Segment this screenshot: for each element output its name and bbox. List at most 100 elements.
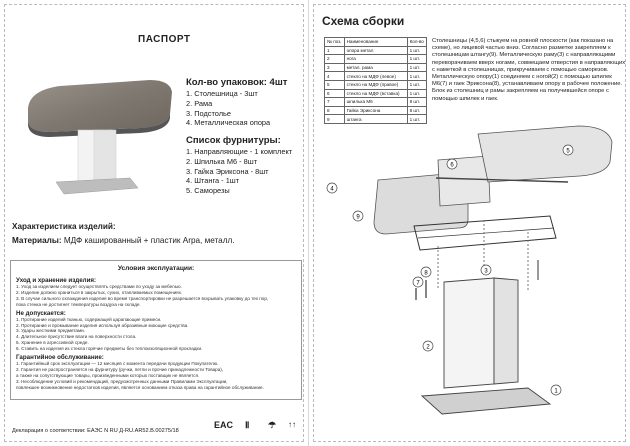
- table-cell: 1 шт.: [406, 54, 427, 64]
- page-border: [313, 4, 626, 442]
- table-cell: 8: [324, 105, 345, 116]
- table-header: № поз.: [324, 37, 345, 47]
- table-cell: 8 шт.: [406, 97, 427, 107]
- hardware-title: Список фурнитуры:: [186, 135, 281, 146]
- hardware-item: 4. Штанга - 1шт: [186, 176, 240, 186]
- svg-text:8: 8: [424, 271, 428, 277]
- table-cell: 4: [324, 71, 345, 81]
- characteristics-title: Характеристика изделий:: [12, 222, 116, 231]
- fragile-glass-icon: Ⅱ: [245, 420, 250, 430]
- materials-value: МДФ кашированный + пластик Arpa, металл.: [63, 236, 235, 245]
- package-count-title: Кол-во упаковок: 4шт: [186, 77, 288, 88]
- care-line: 3. В случае сильного охлаждения изделия …: [16, 295, 269, 301]
- hardware-item: 3. Гайка Эриксона - 8шт: [186, 166, 269, 176]
- hardware-item: 5. Саморезы: [186, 186, 230, 196]
- table-cell: метал. рама: [343, 62, 408, 73]
- callout-6: 6: [446, 158, 458, 170]
- table-cell: 6: [324, 88, 345, 99]
- callout-3: 3: [480, 264, 492, 276]
- package-item: 1. Столешница - 3шт: [186, 89, 258, 98]
- prohibited-line: 3. Удары жесткими предметами.: [16, 328, 85, 334]
- callout-2: 2: [422, 340, 434, 352]
- warranty-line: а также на сопутствующие товары, произве…: [16, 372, 200, 378]
- table-cell: стекло на МДФ (правое): [343, 79, 408, 90]
- svg-text:2: 2: [426, 345, 430, 351]
- tabletop-insert-panel: [437, 155, 491, 207]
- table-cell: 5: [324, 79, 345, 90]
- table-cell: 1 шт.: [406, 45, 427, 56]
- table-cell: нога: [343, 54, 408, 64]
- hardware-list: 1. Направляющие - 1 комплект 2. Шпилька …: [186, 147, 292, 196]
- page-border: [4, 4, 304, 442]
- tabletop-right-panel: [477, 125, 613, 183]
- table-cell: 1 шт.: [406, 79, 427, 90]
- table-cell: опора метал: [343, 45, 408, 56]
- conditions-body: Уход и хранение изделия: 1. Уход за изде…: [16, 277, 298, 391]
- svg-text:7: 7: [416, 281, 420, 287]
- hardware-item: 1. Направляющие - 1 комплект: [186, 147, 293, 156]
- eac-mark: EAC: [214, 420, 234, 430]
- table-cell: стекло на МДФ (левое): [343, 71, 408, 81]
- callout-5: 5: [562, 144, 574, 156]
- passport-page: ПАСПОРТ Кол-во упаковок: 4шт 1. Столешни…: [0, 0, 309, 446]
- prohibited-line: 4. Длительное присутствие влаги на повер…: [16, 334, 137, 340]
- metal-frame: [413, 215, 557, 251]
- assembly-description: Столешницы (4,5,6) стыкуем на ровной пло…: [432, 38, 626, 102]
- svg-text:4: 4: [330, 187, 334, 193]
- warranty-title: Гарантийное обслуживание:: [16, 354, 104, 362]
- svg-text:1: 1: [554, 389, 558, 395]
- materials-label: Материалы:: [12, 236, 62, 245]
- callout-9: 9: [352, 210, 364, 222]
- prohibited-line: 2. Протирание и промывание изделия испол…: [16, 322, 189, 328]
- table-cell: 1 шт.: [406, 62, 427, 73]
- rod-part: [435, 177, 569, 183]
- prohibited-line: 6. Ставить на изделия из стекла горячие …: [16, 346, 203, 352]
- keep-dry-icon: ☂: [268, 420, 277, 430]
- table-cell: стекло на МДФ (вставка): [343, 88, 408, 99]
- package-item: 3. Подстолье: [186, 108, 232, 118]
- materials-line: Материалы: МДФ кашированный + пластик Ar…: [12, 236, 235, 245]
- prohibited-line: 1. Протирание изделий тканью, содержащей…: [16, 316, 162, 322]
- package-item: 4. Металлическая опора: [186, 118, 271, 128]
- passport-title: ПАСПОРТ: [138, 34, 191, 45]
- conditions-box: Условия эксплуатации: Уход и хранение из…: [10, 260, 302, 400]
- declaration: Декларация о соответствии: ЕАЭС N RU Д-R…: [12, 428, 179, 434]
- table-cell: 1 шт.: [406, 114, 427, 124]
- conditions-title: Условия эксплуатации:: [117, 265, 195, 272]
- warranty-line: повлекшее возникновение недостатков изде…: [16, 384, 264, 390]
- table-header: Наименование: [343, 37, 408, 47]
- callout-1: 1: [550, 384, 562, 396]
- care-title: Уход и хранение изделия:: [16, 277, 97, 284]
- table-cell: 1: [324, 45, 345, 56]
- table-cell: 7: [324, 97, 345, 107]
- package-list: 1. Столешница - 3шт 2. Рама 3. Подстолье…: [186, 89, 270, 128]
- callout-8: 8: [420, 266, 432, 278]
- table-cell: 1 шт.: [406, 71, 427, 81]
- warranty-line: 3. Несоблюдение условий и рекомендаций, …: [16, 378, 228, 384]
- frame-rail: [417, 227, 555, 239]
- table-cell: шпилька М6: [343, 97, 408, 107]
- package-item: 2. Рама: [186, 98, 213, 108]
- care-line: 2. Изделие должно храниться в закрытых, …: [16, 289, 183, 295]
- warranty-line: 1. Гарантийный срок эксплуатации — 12 ме…: [16, 361, 219, 367]
- svg-text:6: 6: [450, 163, 454, 169]
- this-way-up-icon: ↑↑: [288, 420, 296, 429]
- metal-base: [420, 387, 552, 415]
- assembly-diagram: 4 5 6 9 3 8 7 2 1: [326, 125, 613, 415]
- hardware-item: 2. Шпилька М6 - 8шт: [186, 156, 258, 166]
- prohibited-title: Не допускается:: [16, 309, 66, 317]
- callout-4: 4: [326, 182, 338, 194]
- care-line: 1. Уход за изделием следует осуществлять…: [16, 284, 182, 289]
- leg-side: [493, 277, 519, 385]
- table-header: Кол-во: [406, 37, 427, 47]
